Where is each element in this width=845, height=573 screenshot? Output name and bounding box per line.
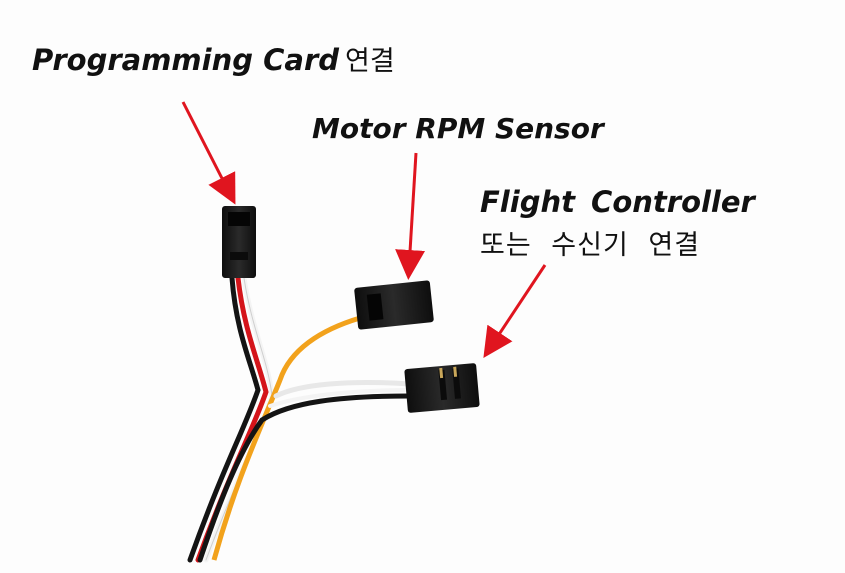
programming-card-connector: [222, 206, 256, 278]
arrow-icon: [181, 101, 236, 205]
flight-controller-label: Flight Controller: [480, 185, 755, 219]
flight-controller-connector: [404, 363, 480, 413]
motor-rpm-sensor-label: Motor RPM Sensor: [312, 112, 604, 145]
arrow-icon: [395, 152, 426, 280]
programming-card-label-en: Programming Card: [32, 43, 340, 77]
flight-controller-cable: [197, 380, 413, 563]
arrow-icon: [483, 264, 547, 359]
programming-card-label-kr: 연결: [345, 46, 395, 77]
flight-controller-sublabel: 또는 수신기 연결: [480, 230, 701, 261]
rpm-sensor-connector: [354, 280, 434, 330]
rpm-sensor-wire: [211, 315, 361, 561]
